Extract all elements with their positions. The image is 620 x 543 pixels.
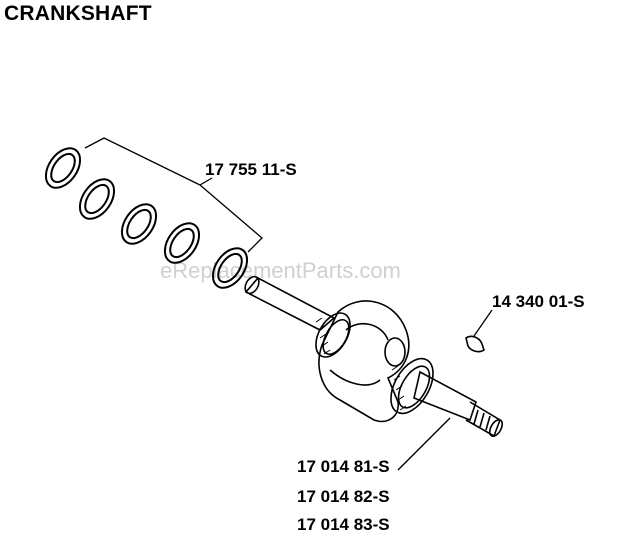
key-leader-line — [473, 309, 493, 337]
crankshaft[interactable] — [242, 274, 505, 438]
part-number-rings[interactable]: 17 755 11-S — [205, 160, 297, 179]
part-number-key[interactable]: 14 340 01-S — [492, 292, 585, 311]
woodruff-key[interactable] — [465, 335, 485, 353]
ring-5[interactable] — [206, 242, 254, 294]
ring-3[interactable] — [115, 198, 163, 250]
ring-4[interactable] — [158, 217, 206, 269]
ring-2[interactable] — [73, 173, 121, 225]
rings-leader-line — [84, 137, 263, 253]
part-number-crankshaft-2[interactable]: 17 014 82-S — [297, 487, 390, 506]
ring-1[interactable] — [39, 142, 87, 194]
page-title: CRANKSHAFT — [4, 2, 152, 25]
part-number-crankshaft-3[interactable]: 17 014 83-S — [297, 515, 390, 534]
part-number-crankshaft-1[interactable]: 17 014 81-S — [297, 457, 390, 476]
gear-teeth — [315, 317, 407, 411]
watermark: eReplacementParts.com — [160, 258, 401, 283]
crankshaft-leader-line — [397, 417, 451, 471]
